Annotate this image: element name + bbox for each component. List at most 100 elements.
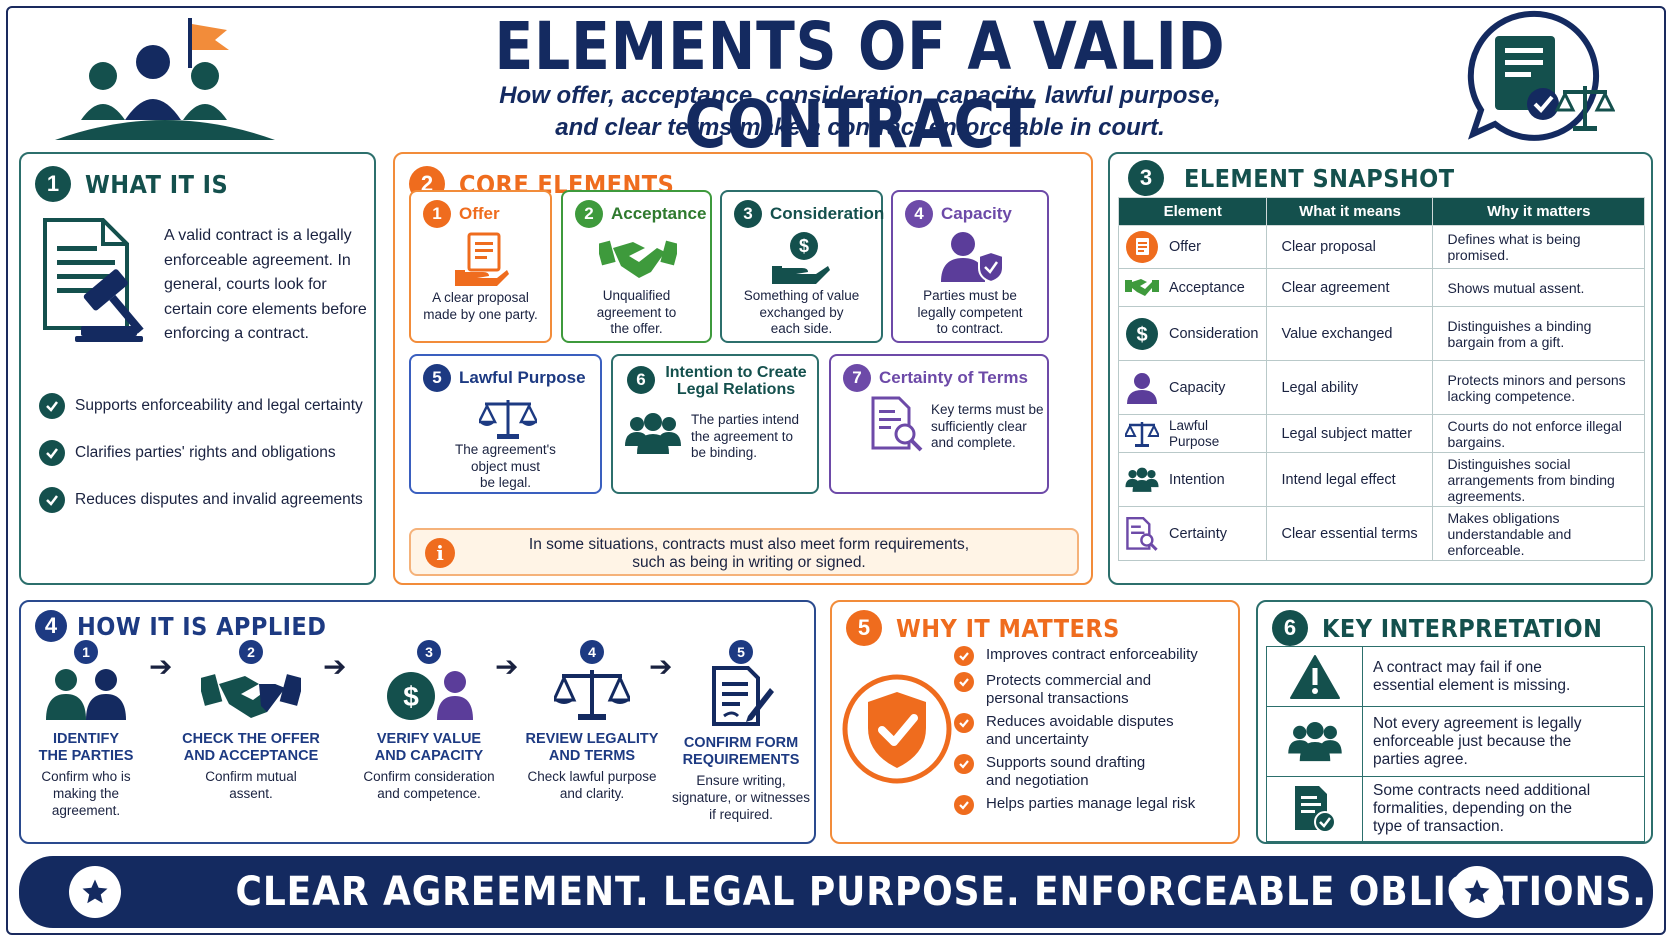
arrow-right-icon: ➔ [649,651,673,682]
step-desc-line: Confirm mutual [205,769,297,784]
card-number: 6 [627,366,655,394]
card-title: Consideration [770,204,885,223]
benefit-list: Improves contract enforceability Protect… [954,646,1234,821]
cell-element: Capacity [1169,379,1226,396]
card-title: Offer [459,204,500,223]
card-text-line: made by one party. [423,306,538,322]
core-elements-panel: 2 CORE ELEMENTS 1 Offer A clear proposal… [393,152,1093,585]
check-icon [954,795,974,815]
card-title: Lawful Purpose [459,368,586,387]
page-title: ELEMENTS OF A VALID CONTRACT [494,8,1226,163]
card-number: 1 [423,200,451,228]
step-desc-line: Ensure writing, [696,773,786,788]
element-card-lawful-purpose: 5 Lawful Purpose The agreement's object … [409,354,602,494]
card-text-line: each side. [770,321,833,336]
text-line: parties agree. [1373,750,1468,768]
section-number: 3 [1128,160,1164,196]
text-line: type of transaction. [1373,818,1504,835]
cell-meaning: Legal subject matter [1266,414,1434,453]
check-icon [954,646,974,666]
text-line: formalities, depending on the [1373,800,1573,817]
person-icon [1127,372,1157,404]
note-line: In some situations, contracts must also … [528,536,970,553]
element-snapshot-panel: 3 ELEMENT SNAPSHOT Element What it means… [1108,152,1653,585]
table-row: Acceptance Clear agreement Shows mutual … [1117,268,1645,307]
list-item-label: Reduces disputes and invalid agreements [75,490,363,508]
step-description: Confirm mutual assent. [171,768,331,802]
step-desc-line: assent. [229,786,273,801]
list-item: Helps parties manage legal risk [954,795,1234,815]
group-icon [1287,721,1342,761]
scales-icon [551,670,633,720]
subtitle-line: How offer, acceptance, consideration, ca… [499,82,1221,109]
card-text-line: legally competent [917,304,1023,320]
check-icon [954,713,974,733]
dollar-person-icon: $ [387,671,473,720]
step-number: 1 [74,640,98,664]
shield-check-icon [842,674,952,784]
benefit-list: Supports enforceability and legal certai… [39,382,363,523]
step-desc-line: and competence. [377,786,481,801]
column-header: Element [1117,197,1268,226]
document-pen-icon [712,666,774,726]
check-icon [954,754,974,774]
cell-element: Consideration [1169,325,1259,342]
doc-check-icon [1294,786,1336,833]
cell-element: Certainty [1169,525,1228,542]
info-icon: i [425,538,455,568]
arrow-right-icon: ➔ [149,651,173,682]
step-desc-line: Confirm who is [41,769,131,784]
card-text-line: object must [470,458,541,474]
contract-bubble-logo-icon [1467,10,1615,141]
element-card-consideration: 3 Consideration $ Something of value exc… [720,190,885,343]
arrow-right-icon: ➔ [323,651,347,682]
card-title-line: Legal Relations [676,381,796,398]
list-item-line: personal transactions [986,689,1129,707]
section-title: ELEMENT SNAPSHOT [1184,163,1455,193]
element-card-capacity: 4 Capacity Parties must be legally compe… [891,190,1049,343]
cell-meaning: Clear agreement [1266,268,1434,307]
step-desc-line: making the [52,786,120,801]
check-icon [954,672,974,692]
text-line: Not every agreement is legally [1373,714,1582,732]
column-header: What it means [1266,197,1434,226]
note-text: In some situations, contracts must also … [469,536,1029,572]
step-number: 2 [239,640,263,664]
cell-why: Distinguishes social arrangements from b… [1432,452,1645,507]
definition-text: A valid contract is a legally enforceabl… [164,227,367,342]
card-description: A clear proposal made by one party. [415,290,546,323]
card-number: 2 [575,200,603,228]
card-description: Unqualified agreement to the offer. [567,288,706,338]
cell-meaning: Clear essential terms [1266,506,1434,561]
group-icon [625,413,681,454]
section-title: WHY IT MATTERS [896,613,1120,643]
offer-icon [455,232,509,286]
infographic-frame [6,6,1666,935]
handshake-icon [197,674,305,718]
svg-text:$: $ [799,236,809,256]
star-icon [69,866,121,918]
card-text-line: Parties must be [923,288,1017,303]
key-interpretation-panel: 6 KEY INTERPRETATION A contract may fail… [1256,600,1653,844]
table-header-row: Element What it means Why it matters [1117,197,1645,226]
what-it-is-panel: 1 WHAT IT IS A valid contract is a legal… [19,152,376,585]
card-description: Something of value exchanged by each sid… [726,288,877,338]
step-title-line: IDENTIFY [52,731,120,747]
subtitle-line: and clear terms make a contract enforcea… [555,114,1165,141]
cell-meaning: Legal ability [1266,360,1434,415]
card-description: Parties must be legally competent to con… [897,288,1043,338]
card-title: Capacity [941,204,1012,223]
handshake-icon [599,240,677,278]
